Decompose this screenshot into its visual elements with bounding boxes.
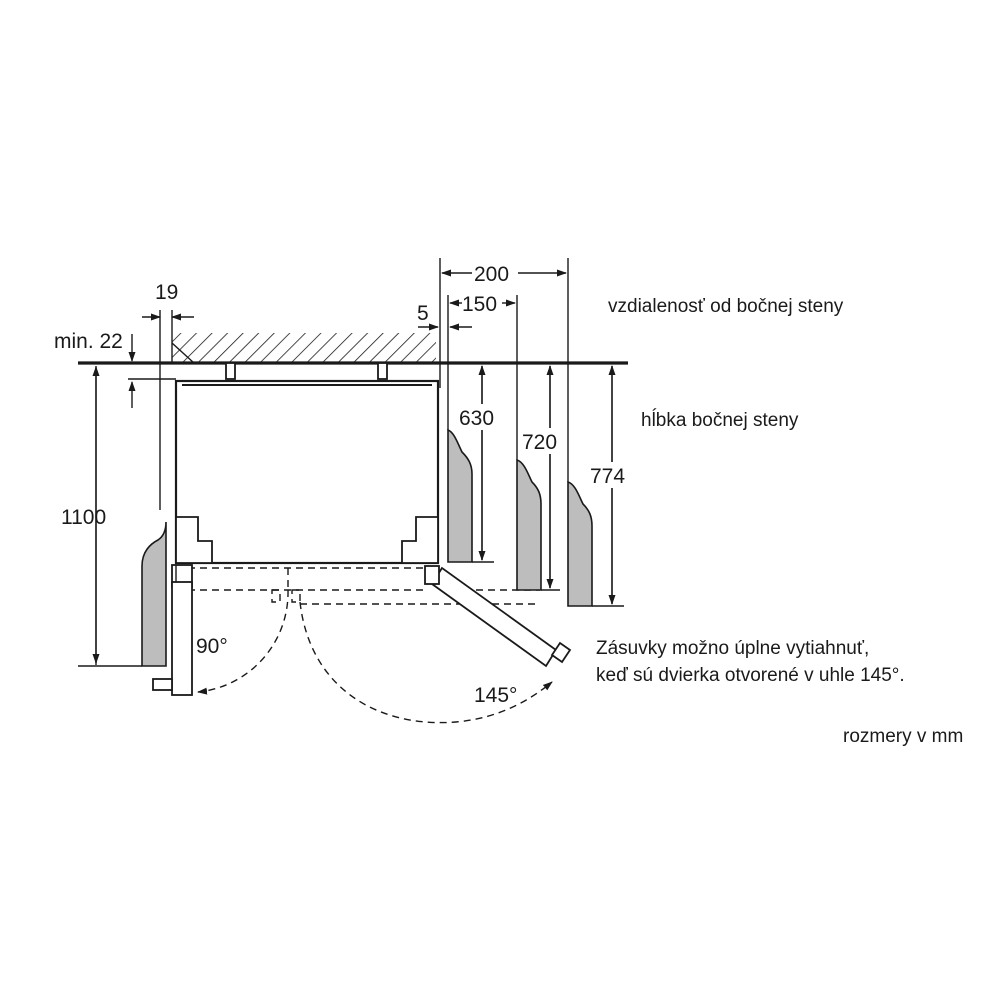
dimension-150: 150 xyxy=(449,293,516,316)
side-wall-720 xyxy=(516,458,542,591)
dimension-630: 630 xyxy=(458,365,502,563)
dimension-774-label: 774 xyxy=(590,465,625,488)
wall-spacer-left xyxy=(225,362,236,380)
side-wall-774 xyxy=(567,480,593,607)
side-wall-left xyxy=(141,521,167,667)
side-wall-630 xyxy=(447,428,473,563)
door-open-145 xyxy=(424,565,572,668)
units-label: rozmery v mm xyxy=(843,726,963,747)
dimension-min-22-label: min. 22 xyxy=(54,330,123,353)
angle-145-label: 145° xyxy=(474,684,517,707)
appliance-foot-right xyxy=(401,516,439,564)
swing-arc-90 xyxy=(197,589,289,695)
angle-90-label: 90° xyxy=(196,635,228,658)
dimension-200: 200 xyxy=(441,263,567,286)
appliance-body xyxy=(174,379,440,565)
dimension-19-label: 19 xyxy=(155,281,178,304)
dimension-1100-label: 1100 xyxy=(61,506,106,529)
dimension-1100: 1100 xyxy=(61,366,142,667)
dimension-5-label: 5 xyxy=(417,302,429,325)
swing-arc-145 xyxy=(299,601,553,724)
dimension-630-label: 630 xyxy=(459,407,494,430)
dimension-150-label: 150 xyxy=(462,293,497,316)
drawer-note-line-2: keď sú dvierka otvorené v uhle 145°. xyxy=(596,665,905,686)
side-wall-distance-label: vzdialenosť od bočnej steny xyxy=(608,296,844,317)
side-wall-depth-label: hĺbka bočnej steny xyxy=(641,409,799,431)
door-open-90 xyxy=(152,564,193,696)
dimension-min-22: min. 22 xyxy=(54,330,176,408)
dimension-200-label: 200 xyxy=(474,263,509,286)
dimension-720-label: 720 xyxy=(522,431,557,454)
dimension-19: 19 xyxy=(142,281,195,364)
wall-spacer-right xyxy=(377,362,388,380)
dimension-5: 5 xyxy=(417,302,472,331)
dimension-720: 720 xyxy=(520,365,564,591)
appliance-foot-left xyxy=(175,516,213,564)
back-wall xyxy=(78,333,628,365)
dimension-774: 774 xyxy=(588,365,634,607)
drawer-note-line-1: Zásuvky možno úplne vytiahnuť, xyxy=(596,638,869,659)
